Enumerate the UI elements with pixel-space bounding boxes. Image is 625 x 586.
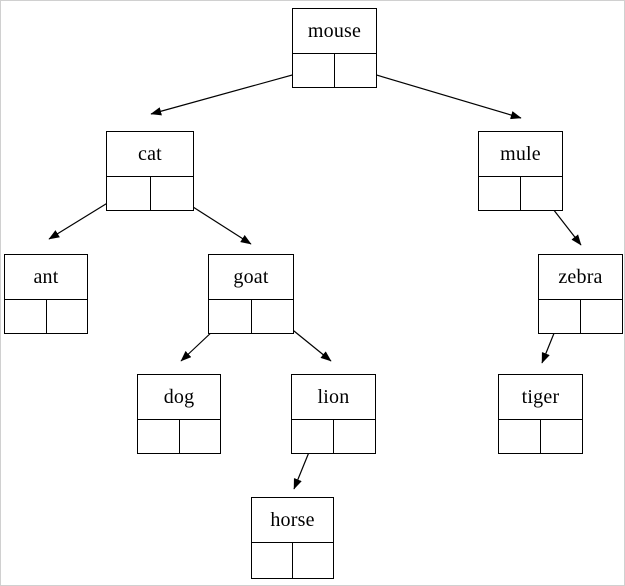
tree-node-goat[interactable]: goat — [208, 254, 294, 334]
right-pointer-cell-cat[interactable] — [150, 177, 193, 210]
tree-node-cat[interactable]: cat — [106, 131, 194, 211]
node-pointers-goat — [209, 300, 293, 333]
node-pointers-dog — [138, 420, 220, 453]
right-pointer-cell-horse[interactable] — [293, 543, 333, 578]
node-pointers-zebra — [539, 300, 622, 333]
right-pointer-cell-tiger[interactable] — [541, 420, 582, 453]
edge-mouse-right-to-mule — [352, 67, 522, 120]
node-label-horse: horse — [252, 498, 333, 543]
right-pointer-cell-ant[interactable] — [46, 300, 87, 333]
tree-node-mouse[interactable]: mouse — [292, 8, 377, 88]
left-pointer-cell-horse[interactable] — [252, 543, 293, 578]
tree-node-tiger[interactable]: tiger — [498, 374, 583, 454]
right-pointer-cell-mouse[interactable] — [335, 54, 376, 87]
node-label-zebra: zebra — [539, 255, 622, 300]
tree-node-zebra[interactable]: zebra — [538, 254, 623, 334]
node-label-cat: cat — [107, 132, 193, 177]
left-pointer-cell-mouse[interactable] — [293, 54, 335, 87]
tree-node-horse[interactable]: horse — [251, 497, 334, 579]
node-pointers-mouse — [293, 54, 376, 87]
left-pointer-cell-mule[interactable] — [479, 177, 521, 210]
node-label-mule: mule — [479, 132, 562, 177]
node-label-lion: lion — [292, 375, 375, 420]
left-pointer-cell-goat[interactable] — [209, 300, 252, 333]
node-pointers-ant — [5, 300, 87, 333]
node-pointers-horse — [252, 543, 333, 578]
node-label-dog: dog — [138, 375, 220, 420]
right-pointer-cell-mule[interactable] — [521, 177, 562, 210]
node-label-ant: ant — [5, 255, 87, 300]
edge-mouse-left-to-cat — [150, 68, 315, 116]
node-label-tiger: tiger — [499, 375, 582, 420]
node-pointers-tiger — [499, 420, 582, 453]
left-pointer-cell-lion[interactable] — [292, 420, 334, 453]
left-pointer-cell-dog[interactable] — [138, 420, 180, 453]
left-pointer-cell-cat[interactable] — [107, 177, 151, 210]
node-pointers-mule — [479, 177, 562, 210]
node-label-goat: goat — [209, 255, 293, 300]
right-pointer-cell-lion[interactable] — [334, 420, 375, 453]
tree-node-mule[interactable]: mule — [478, 131, 563, 211]
tree-node-ant[interactable]: ant — [4, 254, 88, 334]
left-pointer-cell-ant[interactable] — [5, 300, 47, 333]
left-pointer-cell-zebra[interactable] — [539, 300, 581, 333]
node-pointers-lion — [292, 420, 375, 453]
tree-node-dog[interactable]: dog — [137, 374, 221, 454]
tree-node-lion[interactable]: lion — [291, 374, 376, 454]
node-pointers-cat — [107, 177, 193, 210]
node-label-mouse: mouse — [293, 9, 376, 54]
right-pointer-cell-goat[interactable] — [251, 300, 293, 333]
right-pointer-cell-dog[interactable] — [179, 420, 220, 453]
left-pointer-cell-tiger[interactable] — [499, 420, 541, 453]
right-pointer-cell-zebra[interactable] — [581, 300, 622, 333]
